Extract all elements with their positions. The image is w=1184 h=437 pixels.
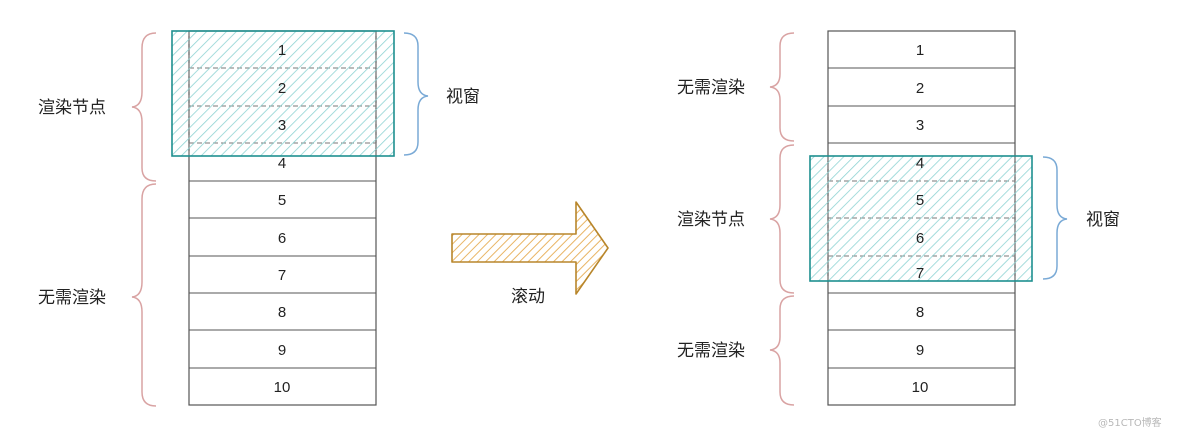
viewport-label: 视窗	[446, 87, 480, 107]
no-render-bottom-brace	[769, 295, 795, 406]
arrow-icon	[451, 201, 609, 295]
list-item: 4	[916, 155, 924, 172]
list-item: 7	[278, 267, 286, 284]
watermark: @51CTO博客	[1098, 416, 1162, 429]
render-nodes-brace	[131, 32, 157, 182]
list-item: 9	[916, 342, 924, 359]
no-render-top-label: 无需渲染	[677, 78, 745, 98]
list-item: 8	[278, 304, 286, 321]
list-item: 6	[278, 230, 286, 247]
list-item: 6	[916, 230, 924, 247]
no-render-bottom-label: 无需渲染	[677, 341, 745, 361]
list-item: 4	[278, 155, 286, 172]
list-item: 1	[278, 42, 286, 59]
render-nodes-brace	[769, 144, 795, 294]
list-item: 3	[278, 117, 286, 134]
viewport-box	[171, 30, 395, 157]
row-separators	[189, 180, 376, 369]
list-item: 5	[916, 192, 924, 209]
viewport-brace	[1042, 156, 1068, 280]
scroll-label: 滚动	[511, 287, 545, 307]
viewport-box	[809, 155, 1033, 282]
list-item: 9	[278, 342, 286, 359]
viewport-brace	[403, 32, 429, 156]
list-item: 10	[912, 379, 929, 396]
no-render-label: 无需渲染	[38, 288, 106, 308]
list-item: 5	[278, 192, 286, 209]
row-separators	[828, 67, 1015, 369]
right-list: 1 2 3 4 5 6 7 8 9 10 无需渲染 渲染节点 无需渲染 视窗	[677, 30, 1120, 406]
list-item: 1	[916, 42, 924, 59]
render-nodes-label: 渲染节点	[38, 98, 106, 118]
list-item: 10	[274, 379, 291, 396]
left-list: 1 2 3 4 5 6 7 8 9 10 渲染节点 无需渲染 视窗	[38, 30, 480, 407]
no-render-brace	[131, 183, 157, 407]
viewport-label: 视窗	[1086, 210, 1120, 230]
list-item: 2	[278, 80, 286, 97]
list-item: 3	[916, 117, 924, 134]
scroll-arrow: 滚动	[451, 201, 609, 307]
list-item: 8	[916, 304, 924, 321]
list-item: 7	[916, 265, 924, 282]
render-nodes-label: 渲染节点	[677, 210, 745, 230]
list-item: 2	[916, 80, 924, 97]
no-render-top-brace	[769, 32, 795, 142]
